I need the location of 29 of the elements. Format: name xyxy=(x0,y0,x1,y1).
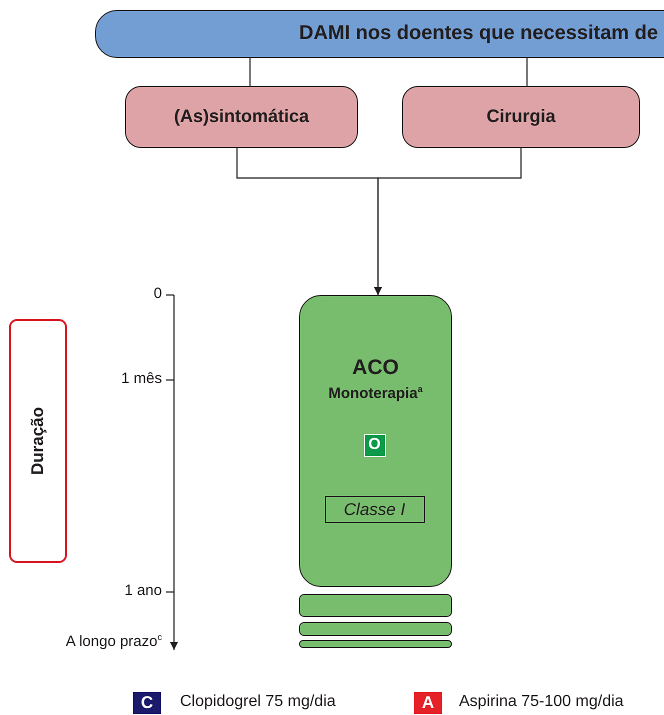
class-box xyxy=(324,496,424,522)
legend-label: Aspirina 75-100 mg/dia xyxy=(459,693,624,711)
side-label-box xyxy=(9,319,67,563)
side-label: Duração xyxy=(28,406,48,476)
legend-label: Clopidogrel 75 mg/dia xyxy=(180,693,336,711)
duration-bar xyxy=(299,594,452,617)
tick-label: 1 ano xyxy=(124,582,162,599)
tick-label: 1 mês xyxy=(121,370,162,387)
tick-label: 0 xyxy=(154,285,162,302)
legend-swatch: C xyxy=(133,692,161,714)
treatment-box xyxy=(299,295,452,587)
connector xyxy=(249,58,251,86)
connector xyxy=(526,58,528,86)
title-banner xyxy=(95,10,664,58)
class-label: Classe I xyxy=(342,500,406,520)
treatment-title: ACO xyxy=(351,356,400,380)
process-box xyxy=(125,86,358,148)
duration-bar xyxy=(299,622,452,636)
duration-bar xyxy=(299,640,452,648)
connector xyxy=(374,148,522,295)
title-text: DAMI nos doentes que necessitam de xyxy=(299,22,658,45)
badge-letter: O xyxy=(367,436,382,454)
box-label: (As)sintomática xyxy=(172,106,310,127)
box-label: Cirurgia xyxy=(485,106,557,127)
recommendation-badge xyxy=(364,434,386,456)
legend-swatch: A xyxy=(414,692,442,714)
treatment-subtitle: Monoterapia$^{a}$ xyxy=(327,384,424,402)
process-box xyxy=(402,86,640,148)
tick-label: A longo prazo$^{c}$ xyxy=(66,632,162,650)
